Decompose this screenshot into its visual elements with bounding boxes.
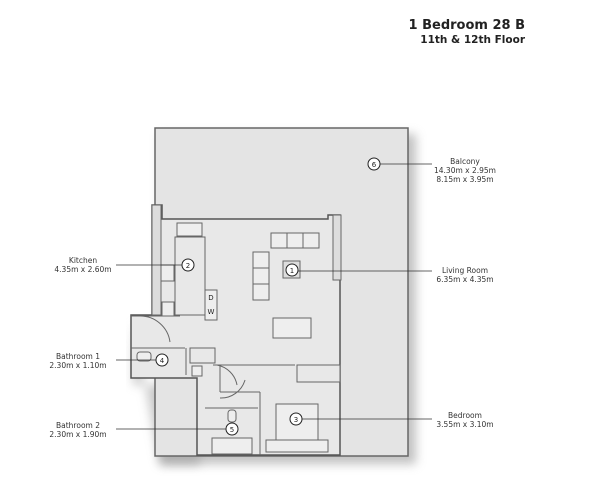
marker-1: 1: [290, 267, 294, 275]
room-name: Bathroom 1: [56, 352, 100, 361]
room-size: 6.35m x 4.35m: [436, 275, 494, 284]
room-name: Balcony: [450, 157, 480, 166]
label-bedroom: Bedroom 3.55m x 3.10m: [420, 411, 510, 429]
room-size: 14.30m x 2.95m: [434, 166, 496, 175]
room-name: Kitchen: [68, 256, 98, 265]
room-size: 2.30m x 1.90m: [49, 430, 107, 439]
marker-2: 2: [186, 262, 190, 270]
room-name: Bedroom: [448, 411, 482, 420]
label-bathroom-2: Bathroom 2 2.30m x 1.90m: [33, 421, 123, 439]
label-bathroom-1: Bathroom 1 2.30m x 1.10m: [33, 352, 123, 370]
marker-6: 6: [372, 161, 377, 169]
label-living-room: Living Room 6.35m x 4.35m: [420, 266, 510, 284]
room-name: Bathroom 2: [56, 421, 100, 430]
room-name: Living Room: [441, 266, 489, 275]
label-kitchen: Kitchen 4.35m x 2.60m: [38, 256, 128, 274]
plan-title: 1 Bedroom 28 B: [408, 18, 525, 33]
plan-subtitle: 11th & 12th Floor: [420, 34, 525, 46]
marker-3: 3: [294, 416, 298, 424]
label-balcony: Balcony 14.30m x 2.95m 8.15m x 3.95m: [420, 157, 510, 184]
room-size: 8.15m x 3.95m: [436, 175, 494, 184]
marker-5: 5: [230, 426, 234, 434]
room-size: 2.30m x 1.10m: [49, 361, 107, 370]
dishwasher-label: D: [208, 294, 213, 302]
marker-4: 4: [160, 357, 165, 365]
room-size: 3.55m x 3.10m: [436, 420, 494, 429]
room-size: 4.35m x 2.60m: [54, 265, 112, 274]
washer-label: W: [208, 308, 215, 316]
